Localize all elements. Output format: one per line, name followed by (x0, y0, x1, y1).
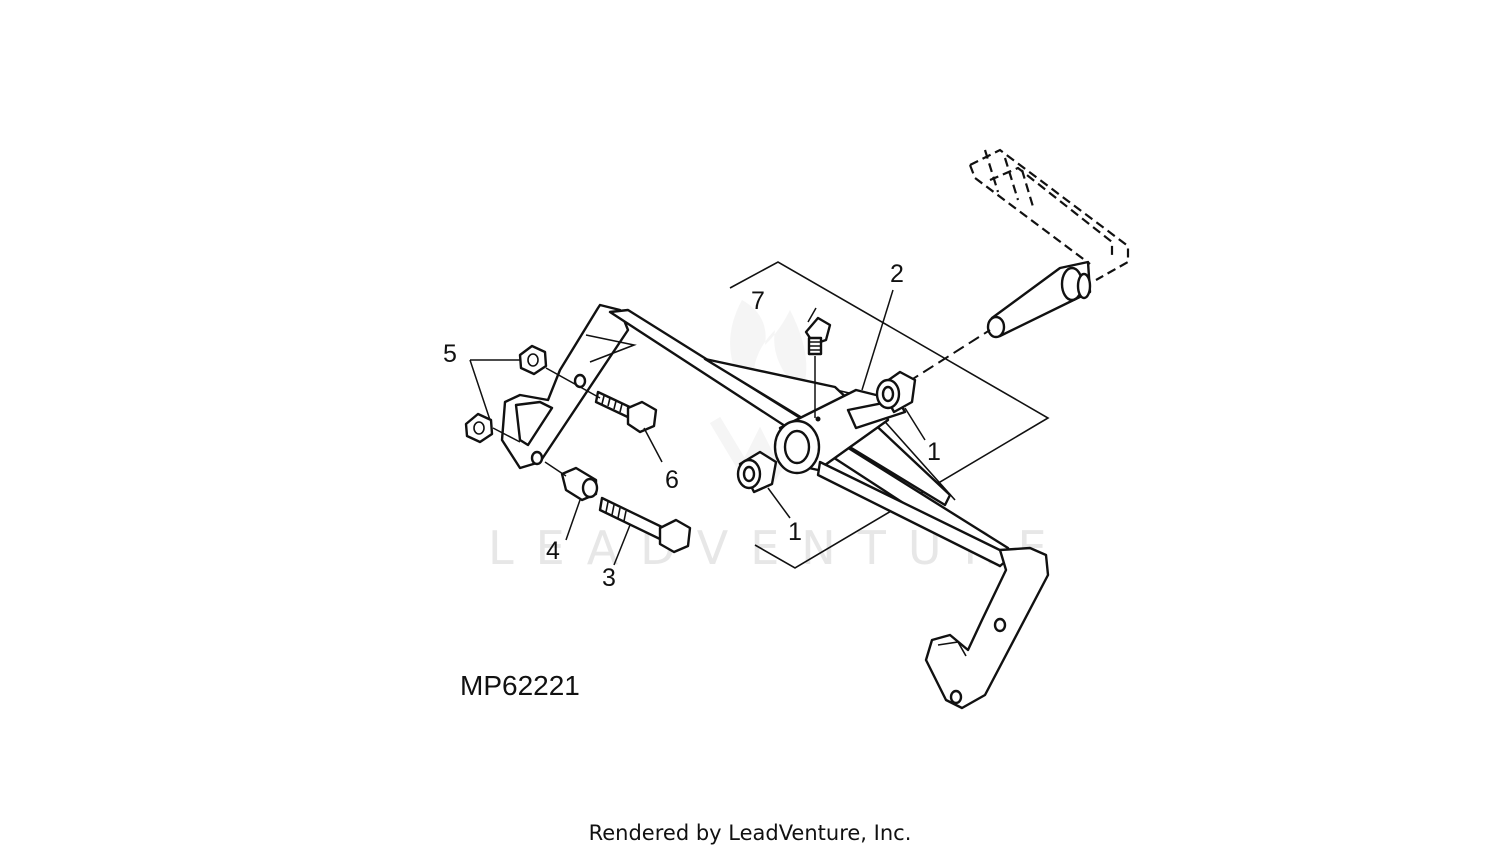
callout-leaders (469, 289, 926, 566)
spacer (560, 466, 599, 502)
bushing-upper (875, 370, 917, 414)
left-bracket (500, 303, 637, 470)
grease-fitting (804, 316, 832, 418)
bushing-lower (736, 450, 778, 494)
callout-1-upper: 1 (927, 438, 941, 466)
callout-labels: 7 2 5 1 6 1 4 3 (443, 260, 941, 592)
nut-lower (464, 412, 494, 444)
footer-credit: Rendered by LeadVenture, Inc. (589, 821, 912, 845)
callout-5: 5 (443, 340, 457, 368)
callout-4: 4 (546, 537, 560, 565)
callout-7: 7 (751, 287, 765, 315)
callout-2: 2 (890, 260, 904, 288)
callout-1-lower: 1 (788, 518, 802, 546)
callout-6: 6 (665, 466, 679, 494)
right-bracket (924, 546, 1050, 710)
figure-id: MP62221 (460, 670, 580, 701)
bolt-lower (544, 461, 692, 554)
nut-upper (518, 344, 548, 376)
shift-handle (907, 148, 1130, 383)
callout-3: 3 (602, 564, 616, 592)
bolt-upper (545, 367, 658, 434)
assembly-outline (729, 261, 1050, 569)
rock-shaft-hub (773, 388, 1014, 568)
